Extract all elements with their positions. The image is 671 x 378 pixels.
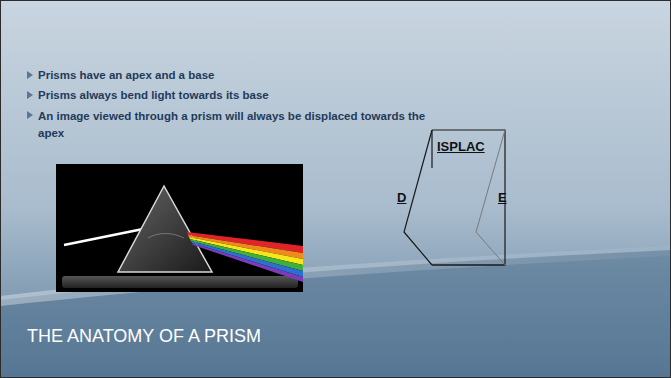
prism-wireframe — [404, 130, 505, 265]
slide-title: THE ANATOMY OF A PRISM — [27, 325, 261, 348]
part-label: D — [397, 190, 406, 207]
prism-photo — [56, 164, 303, 292]
hidden-edge — [476, 232, 505, 265]
bullet-markers — [27, 71, 33, 119]
part-label: ISPLAC — [437, 139, 485, 156]
bullet-text: An image viewed through a prism will alw… — [38, 108, 438, 143]
bullet-text: Prisms always bend light towards its bas… — [38, 88, 458, 103]
bullet-text: Prisms have an apex and a base — [38, 68, 458, 83]
part-label: E — [498, 190, 507, 207]
